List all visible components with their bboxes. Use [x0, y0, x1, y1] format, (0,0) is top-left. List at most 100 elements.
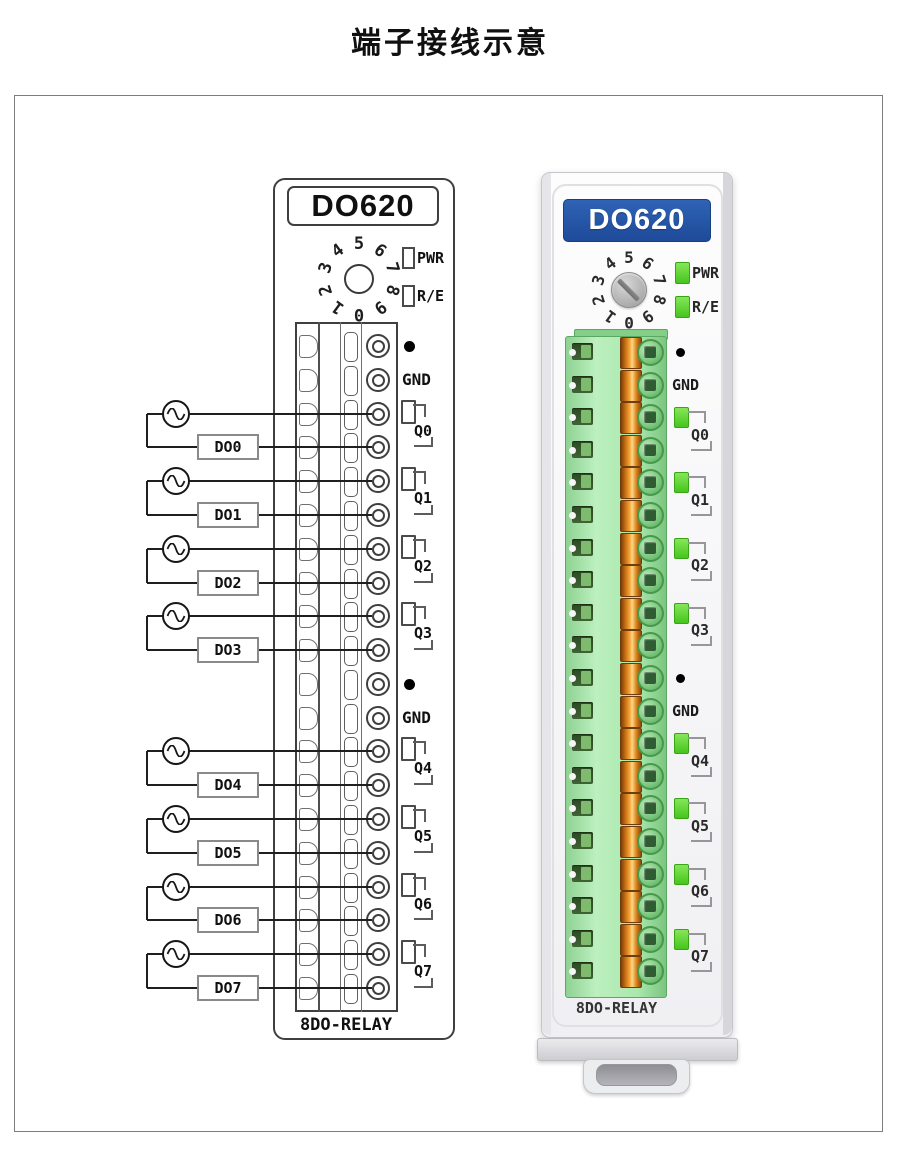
screw-slot: [344, 704, 358, 734]
screw-slot: [344, 501, 358, 531]
wire-bottom: [147, 987, 372, 989]
release-dot: [569, 773, 576, 780]
wire-bottom: [147, 446, 372, 448]
hole-spring: [581, 345, 591, 358]
screw-recess: [644, 476, 656, 488]
output-bracket-top: [413, 809, 426, 822]
gnd-dot: [676, 674, 685, 683]
rotary-knob-slot: [616, 278, 641, 302]
terminal-circle-inner: [372, 644, 385, 657]
output-led: [401, 602, 416, 626]
input-label-box: DO4: [197, 772, 259, 798]
screw-recess: [644, 607, 656, 619]
gnd-label: GND: [672, 702, 700, 720]
release-dot: [569, 610, 576, 617]
output-label: Q7: [414, 962, 433, 980]
screw-recess: [644, 705, 656, 717]
photo-module-face-panel: [552, 184, 723, 1027]
release-dot: [569, 545, 576, 552]
screw-slot: [344, 974, 358, 1004]
screw-slot: [344, 906, 358, 936]
terminal-circle-inner: [372, 881, 385, 894]
input-label-box: DO3: [197, 637, 259, 663]
input-label-box: DO2: [197, 570, 259, 596]
output-bracket-bottom: [414, 775, 433, 785]
screw-slot: [344, 873, 358, 903]
terminal-screw: [637, 665, 664, 692]
output-label: Q6: [691, 882, 710, 900]
output-bracket-bottom: [691, 832, 712, 842]
hole-spring: [581, 899, 591, 912]
screw-slot: [344, 366, 358, 396]
module-base: [537, 1038, 738, 1061]
output-label: Q1: [414, 489, 433, 507]
output-led: [674, 603, 689, 624]
screw-recess: [644, 933, 656, 945]
hole-spring: [581, 541, 591, 554]
output-led: [674, 929, 689, 950]
output-label: Q2: [691, 556, 710, 574]
terminal-circle-inner: [372, 509, 385, 522]
ac-source: [162, 602, 190, 630]
release-dot: [569, 871, 576, 878]
terminal-circle-inner: [372, 847, 385, 860]
terminal-circle-inner: [372, 340, 385, 353]
rotary-digit: 5: [353, 234, 365, 254]
output-led: [401, 940, 416, 964]
screw-recess: [644, 509, 656, 521]
screw-recess: [644, 444, 656, 456]
wire-return: [146, 954, 148, 988]
output-bracket-bottom: [414, 978, 433, 988]
wire-return: [146, 751, 148, 785]
release-dot: [569, 642, 576, 649]
output-label: Q0: [691, 426, 710, 444]
gnd-dot: [404, 679, 415, 690]
screw-slot: [344, 805, 358, 835]
ac-sine-icon: [166, 610, 186, 622]
release-dot: [569, 447, 576, 454]
wire-return: [146, 481, 148, 515]
release-dot: [569, 349, 576, 356]
output-led: [674, 798, 689, 819]
screw-slot: [344, 839, 358, 869]
schematic-model-label: DO620: [287, 186, 439, 226]
gnd-label: GND: [402, 370, 431, 389]
release-dot: [569, 740, 576, 747]
hole-spring: [581, 638, 591, 651]
gnd-dot: [676, 348, 685, 357]
terminal-circle: [366, 334, 390, 358]
wire-top: [147, 413, 372, 415]
output-bracket-top: [688, 802, 706, 814]
ac-sine-icon: [166, 948, 186, 960]
output-bracket-bottom: [414, 573, 433, 583]
wire-top: [147, 480, 372, 482]
output-bracket-top: [688, 868, 706, 880]
wire-bottom: [147, 514, 372, 516]
wire-bottom: [147, 784, 372, 786]
terminal-circle-inner: [372, 948, 385, 961]
output-label: Q6: [414, 895, 433, 913]
terminal-circle-inner: [372, 745, 385, 758]
screw-recess: [644, 574, 656, 586]
din-rail-clip-slot: [596, 1064, 677, 1086]
output-bracket-top: [413, 741, 426, 754]
pwr-led: [675, 262, 690, 284]
terminal-circle-inner: [372, 475, 385, 488]
screw-recess: [644, 672, 656, 684]
output-bracket-bottom: [414, 640, 433, 650]
output-led: [401, 400, 416, 424]
output-label: Q2: [414, 557, 433, 575]
photo-model-banner: DO620: [563, 199, 711, 242]
terminal-block-divider: [340, 322, 341, 1012]
output-bracket-top: [413, 404, 426, 417]
input-label-box: DO6: [197, 907, 259, 933]
output-led: [401, 535, 416, 559]
wire-return: [146, 887, 148, 920]
terminal-circle-inner: [372, 678, 385, 691]
output-led: [401, 737, 416, 761]
wire-top: [147, 548, 372, 550]
terminal-screw: [637, 893, 664, 920]
input-label-box: DO7: [197, 975, 259, 1001]
hole-spring: [581, 769, 591, 782]
rotary-digit: 5: [624, 247, 634, 267]
